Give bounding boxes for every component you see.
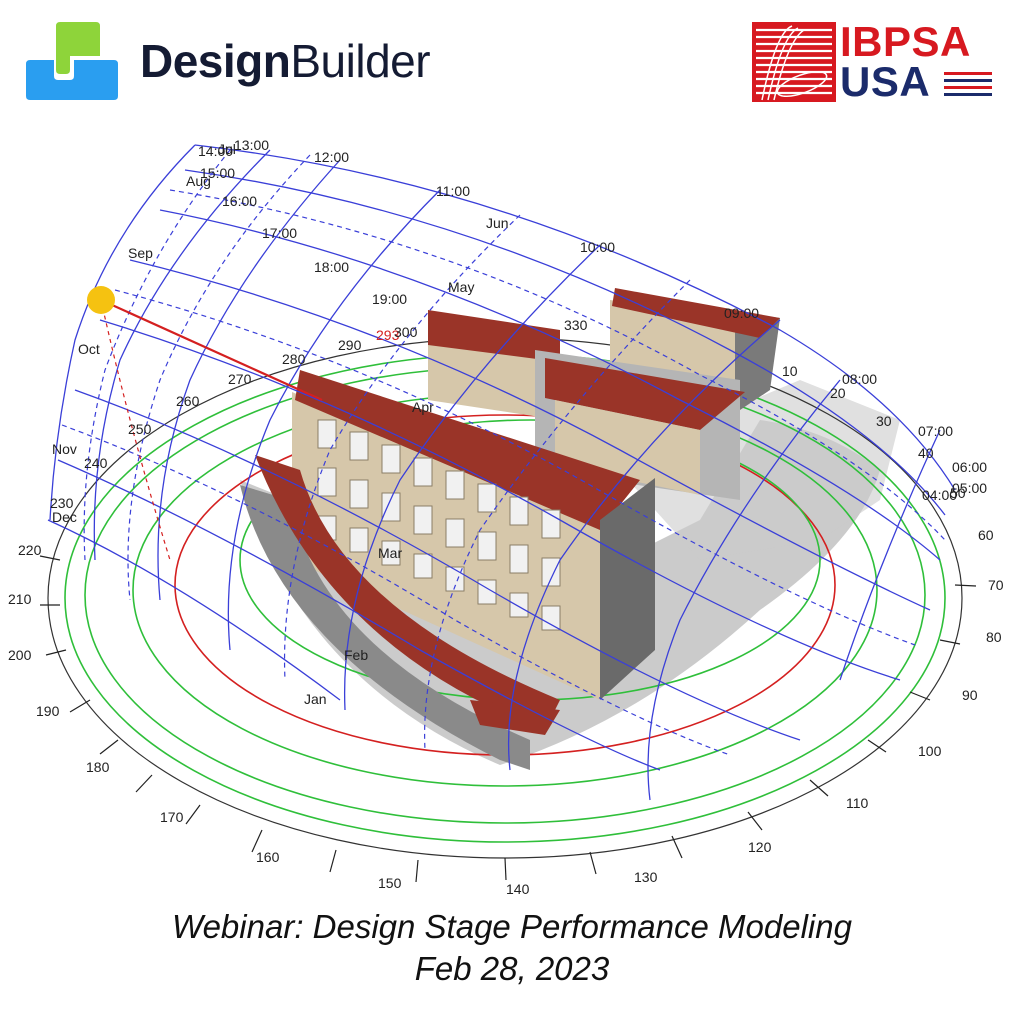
flag-stripes-icon [944,72,992,96]
azimuth-label: 50 [950,485,966,501]
azimuth-label: 230 [50,495,74,511]
webinar-title: Webinar: Design Stage Performance Modeli… [172,908,852,945]
azimuth-label: 160 [256,849,280,865]
azimuth-label: 180 [86,759,110,775]
month-label: May [448,279,474,295]
hour-label: 14:00 [198,143,233,159]
month-labels: Jan Feb Mar Apr May Jun Jul Aug Sep Oct … [52,141,509,707]
hour-label: 07:00 [918,423,953,439]
azimuth-label: 250 [128,421,152,437]
month-label: Dec [52,509,77,525]
hour-label: 09:00 [724,305,759,321]
designbuilder-logo: DesignBuilder [26,20,466,102]
month-label: Aug [186,173,211,189]
sunpath-grid-dashed [61,149,946,756]
azimuth-label: 150 [378,875,402,891]
sun-position [87,286,323,561]
sun-icon [87,286,115,314]
month-label: Mar [378,545,402,561]
month-label: Sep [128,245,153,261]
azimuth-label: 290 [338,337,362,353]
azimuth-label: 280 [282,351,306,367]
designbuilder-bold: Design [140,35,291,87]
hour-label: 04:00 [922,487,957,503]
hour-label: 16:00 [222,193,257,209]
hour-labels: 04:00 05:00 06:00 07:00 08:00 09:00 10:0… [198,137,987,503]
building-model [240,288,780,770]
azimuth-label: 300 [394,324,418,340]
azimuth-label: 140 [506,881,530,897]
azimuth-ticks [39,555,977,883]
designbuilder-mark-icon [26,22,118,100]
hour-label: 15:00 [200,165,235,181]
ibpsa-text: IBPSA [840,18,971,65]
ibpsa-usa-logo: IBPSA USA [752,18,994,105]
azimuth-label: 30 [876,413,892,429]
azimuth-label: 260 [176,393,200,409]
azimuth-label: 80 [986,629,1002,645]
hour-label: 06:00 [952,459,987,475]
month-label: Apr [412,399,434,415]
hour-label: 19:00 [372,291,407,307]
designbuilder-wordmark: DesignBuilder [140,34,431,88]
azimuth-label: 100 [918,743,942,759]
azimuth-label: 70 [988,577,1004,593]
month-label: Jun [486,215,509,231]
hour-label: 11:00 [436,183,470,199]
azimuth-labels: 10 20 30 40 50 60 70 80 90 100 110 120 1… [8,317,1004,897]
hour-label: 18:00 [314,259,349,275]
azimuth-label: 40 [918,445,934,461]
azimuth-label: 190 [36,703,60,719]
hour-label: 12:00 [314,149,349,165]
hour-label: 17:00 [262,225,297,241]
month-label: Jan [304,691,327,707]
azimuth-label: 170 [160,809,184,825]
azimuth-label: 270 [228,371,252,387]
azimuth-label: 130 [634,869,658,885]
month-label: Jul [218,141,236,157]
month-label: Oct [78,341,100,357]
webinar-date: Feb 28, 2023 [414,950,610,987]
azimuth-label: 60 [978,527,994,543]
designbuilder-regular: Builder [290,35,431,87]
sunpath-diagram: 10 20 30 40 50 60 70 80 90 100 110 120 1… [8,137,1004,897]
hour-label: 13:00 [234,137,269,153]
usa-text: USA [840,58,931,105]
month-label: Nov [52,441,77,457]
azimuth-label: 120 [748,839,772,855]
azimuth-label: 200 [8,647,32,663]
azimuth-label: 330 [564,317,588,333]
azimuth-label: 110 [846,795,869,811]
hour-label: 05:00 [952,480,987,496]
month-label: Feb [344,647,368,663]
azimuth-label: 20 [830,385,846,401]
azimuth-label: 90 [962,687,978,703]
hour-label: 10:00 [580,239,615,255]
azimuth-label-highlight: 293 [376,327,400,343]
azimuth-label: 10 [782,363,798,379]
azimuth-label: 210 [8,591,32,607]
azimuth-label: 240 [84,455,108,471]
azimuth-label: 220 [18,542,42,558]
hour-label: 08:00 [842,371,877,387]
ibpsa-mark-icon [752,22,836,102]
